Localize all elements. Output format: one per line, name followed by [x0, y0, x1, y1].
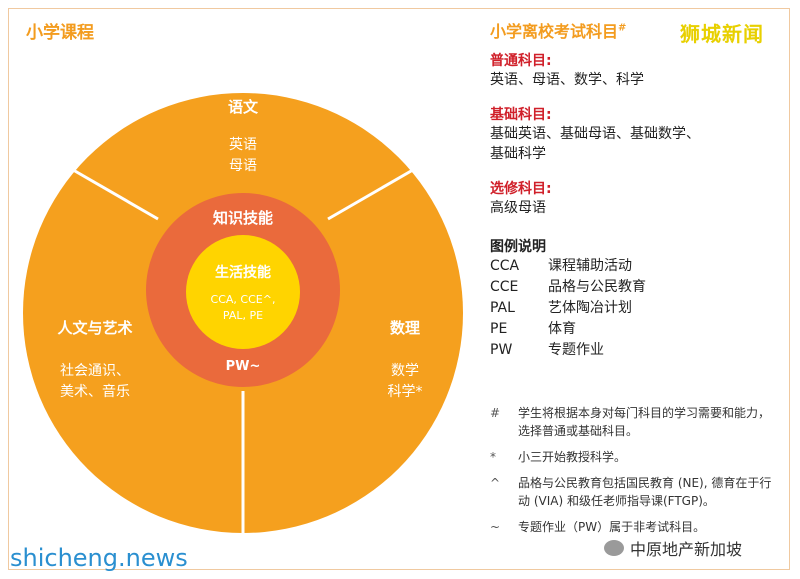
section-heading-elective: 选修科目:	[490, 181, 552, 197]
top-segment-item: 母语	[229, 158, 257, 174]
footnote-text: 小三开始教授科学。	[518, 450, 627, 464]
legend-desc: 艺体陶冶计划	[548, 300, 632, 316]
section-line: 高级母语	[490, 200, 546, 216]
content-frame	[8, 8, 790, 570]
legend-desc: 专题作业	[548, 342, 604, 358]
legend-row: PE 体育	[490, 319, 790, 340]
legend-desc: 品格与公民教育	[548, 279, 646, 295]
section-heading-foundation: 基础科目:	[490, 107, 552, 123]
footnote-text: 品格与公民教育包括国民教育 (NE), 德育在于行动 (VIA) 和级任老师指导…	[518, 476, 772, 508]
core-item: CCA, CCE^,	[210, 293, 276, 306]
legend-desc: 课程辅助活动	[548, 258, 632, 274]
footnote-symbol: #	[490, 406, 501, 420]
left-title: 小学课程	[26, 23, 94, 43]
legend-row: CCA 课程辅助活动	[490, 256, 790, 277]
middle-ring-title: 知识技能	[212, 209, 273, 227]
watermark-bottom-right-text: 中原地产新加坡	[630, 540, 743, 559]
legend-heading: 图例说明	[490, 239, 546, 255]
legend-abbr: PW	[490, 342, 513, 358]
title-mark: #	[618, 22, 627, 34]
right-segment-title: 数理	[389, 319, 420, 337]
section-line: 基础英语、基础母语、基础数学、	[490, 126, 700, 142]
curriculum-diagram	[23, 93, 463, 533]
legend-abbr: PE	[490, 321, 508, 337]
footnote-symbol: ~	[490, 520, 501, 534]
exam-subjects-title: 小学离校考试科目#	[490, 22, 627, 41]
section-line: 英语、母语、数学、科学	[490, 72, 644, 88]
core-circle	[186, 235, 300, 349]
core-title: 生活技能	[215, 265, 271, 281]
left-segment-item: 美术、音乐	[60, 384, 130, 400]
footnote: # 学生将根据本身对每门科目的学习需要和能力，选择普通或基础科目。	[490, 404, 780, 440]
section-heading-regular: 普通科目:	[490, 53, 552, 69]
top-segment-title: 语文	[227, 98, 258, 116]
footnote-text: 专题作业（PW）属于非考试科目。	[518, 520, 706, 534]
legend-row: PAL 艺体陶冶计划	[490, 298, 790, 319]
footnote: ^ 品格与公民教育包括国民教育 (NE), 德育在于行动 (VIA) 和级任老师指…	[490, 474, 780, 510]
section-line: 基础科学	[490, 146, 546, 162]
watermark-bottom-left: shicheng.news	[10, 544, 188, 572]
divider-right	[327, 165, 419, 221]
top-segment-item: 英语	[229, 137, 257, 153]
left-segment-item: 社会通识、	[60, 363, 130, 379]
legend-desc: 体育	[548, 321, 576, 337]
legend-row: CCE 品格与公民教育	[490, 277, 790, 298]
legend-abbr: CCA	[490, 258, 520, 274]
right-segment-item: 科学*	[387, 384, 423, 400]
left-segment-title: 人文与艺术	[57, 319, 133, 337]
footnote-text: 学生将根据本身对每门科目的学习需要和能力，选择普通或基础科目。	[518, 406, 771, 438]
core-item: PAL, PE	[222, 309, 264, 322]
legend-abbr: PAL	[490, 300, 515, 316]
footnotes: # 学生将根据本身对每门科目的学习需要和能力，选择普通或基础科目。 * 小三开始教授…	[490, 404, 780, 544]
footnote-symbol: *	[490, 450, 496, 464]
right-segment-item: 数学	[391, 363, 419, 379]
middle-ring-bottom: PW~	[225, 359, 261, 374]
watermark-top-right: 狮城新闻	[680, 22, 764, 46]
legend-row: PW 专题作业	[490, 340, 790, 361]
footnote-symbol: ^	[490, 476, 501, 490]
right-panel: 小学离校考试科目# 普通科目: 英语、母语、数学、科学 基础科目: 基础英语、基…	[490, 18, 790, 361]
footnote: * 小三开始教授科学。	[490, 448, 780, 466]
wechat-icon	[604, 540, 624, 556]
footnote: ~ 专题作业（PW）属于非考试科目。	[490, 518, 780, 536]
divider-left	[67, 165, 159, 221]
watermark-bottom-right: 中原地产新加坡	[604, 536, 742, 560]
legend-abbr: CCE	[490, 279, 519, 295]
